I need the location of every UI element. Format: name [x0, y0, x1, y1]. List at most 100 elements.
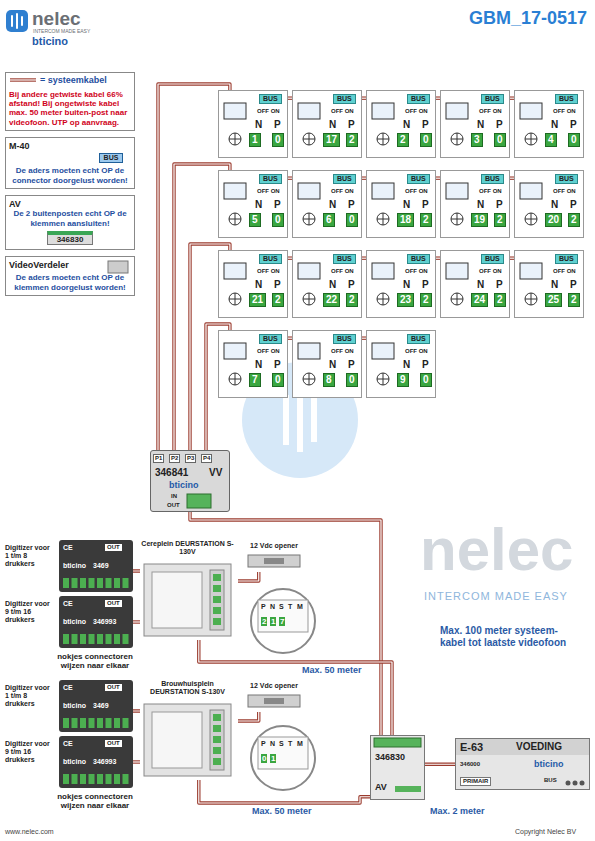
node-text: 4 [545, 133, 557, 147]
node-text: P [348, 279, 355, 291]
terminal [63, 634, 69, 644]
node-text: 1 [270, 754, 276, 763]
module-body [59, 596, 133, 648]
node-text: 0 [346, 213, 358, 227]
node-text: IN [171, 493, 177, 500]
terminal-strip [210, 570, 224, 630]
node-text: 3469 [93, 702, 109, 710]
note: nokjes connectoren wijzen naar elkaar [45, 652, 145, 670]
node-text: N [329, 199, 336, 211]
terminal [114, 718, 120, 728]
button-cross [229, 213, 241, 225]
node-text: 12 Vdc opener [242, 682, 306, 690]
node-text: CE [63, 684, 73, 692]
node-text: OFF ON [405, 108, 428, 115]
terminal [63, 578, 69, 588]
watermark: nelec [420, 515, 573, 584]
videophone: BUSOFF ONNP172 [292, 90, 362, 158]
call-button [525, 213, 537, 225]
watermark: INTERCOM MADE EASY [424, 590, 568, 603]
videophone: BUSOFF ONNP40 [514, 90, 584, 158]
terminal [213, 596, 221, 603]
terminal [123, 578, 129, 588]
terminal [123, 774, 129, 784]
call-button [229, 373, 241, 385]
videophone: BUSOFF ONNP20 [366, 90, 436, 158]
node-text: 2 [346, 133, 358, 147]
cable-inner [425, 763, 455, 764]
system-cable [425, 764, 455, 765]
terminal [106, 718, 112, 728]
legend: = systeemkabel [9, 75, 107, 85]
cable-length: Max. 2 meter [428, 806, 487, 816]
node-text: 0 [272, 373, 284, 387]
system-cable [238, 712, 259, 721]
terminal [213, 758, 221, 765]
cable-inner [238, 572, 259, 581]
call-button [451, 133, 463, 145]
terminal-strip [210, 710, 224, 770]
node-text: OFF ON [479, 108, 502, 115]
node-text: P [274, 119, 281, 131]
cable-outer [133, 569, 140, 573]
terminal [97, 634, 103, 644]
node-text: BUS [407, 334, 430, 344]
watermark-bar [311, 398, 317, 442]
cable-length: Max. 50 meter [300, 665, 364, 675]
terminal [213, 607, 221, 614]
node-text: P [274, 279, 281, 291]
node-text: Digitizer voor 1 t/m 8 drukkers [5, 684, 55, 708]
node-text: N [255, 119, 262, 131]
videophone: BUSOFF ONNP192 [440, 170, 510, 238]
videophone: BUSOFF ONNP70 [218, 330, 288, 398]
header-band [456, 739, 589, 755]
node-text: P [274, 359, 281, 371]
monitor-screen [224, 183, 246, 199]
node-text: BUS [333, 334, 356, 344]
node-text: 0 [420, 133, 432, 147]
cable-outer [133, 760, 140, 763]
node-text: OFF ON [405, 188, 428, 195]
button-cross [451, 293, 463, 305]
node-text: bticino [534, 759, 564, 769]
node-text: BUS [555, 254, 578, 264]
videophone: BUSOFF ONNP60 [292, 170, 362, 238]
videophone: BUSOFF ONNP242 [440, 250, 510, 318]
call-button [451, 293, 463, 305]
terminal [213, 574, 221, 581]
node-text: P [496, 119, 503, 131]
node-text: 346000 [460, 761, 480, 768]
video-distributor: P1P2P3P4346841VVbticinoINOUT [150, 450, 230, 512]
node-text: Digitizer voor 9 t/m 16 drukkers [5, 600, 55, 624]
node-text: 19 [471, 213, 488, 227]
monitor-screen [372, 263, 394, 279]
node-text: OFF ON [553, 108, 576, 115]
watermark-bar [283, 395, 289, 445]
node-text: 2 [494, 213, 506, 227]
opener-bolt [264, 698, 284, 704]
node-text: 0 [272, 213, 284, 227]
videophone: BUSOFF ONNP252 [514, 250, 584, 318]
status-bar [395, 786, 421, 792]
node-text: 0 [346, 373, 358, 387]
node-text: N [329, 279, 336, 291]
logo-tagline: INTERCOM MADE EASY [33, 29, 90, 35]
node-text: bticino [63, 702, 86, 710]
button-cross [377, 213, 389, 225]
terminal [89, 634, 95, 644]
node-text: 3469 [93, 562, 109, 570]
node-text: BUS [259, 334, 282, 344]
node-text: OFF ON [257, 188, 280, 195]
node-text: Digitizer voor 9 t/m 16 drukkers [5, 740, 55, 764]
node-text: PRIMAIR [460, 777, 491, 786]
module-body [59, 680, 133, 732]
node-text: P [261, 740, 266, 748]
monitor-screen [446, 103, 468, 119]
node-text: 2 [420, 213, 432, 227]
node-text: 3 [471, 133, 483, 147]
node-text: 2 [272, 293, 284, 307]
button-cross [229, 293, 241, 305]
node-text: 0 [272, 133, 284, 147]
node-text: 0 [494, 133, 506, 147]
videophone: BUSOFF ONNP232 [366, 250, 436, 318]
